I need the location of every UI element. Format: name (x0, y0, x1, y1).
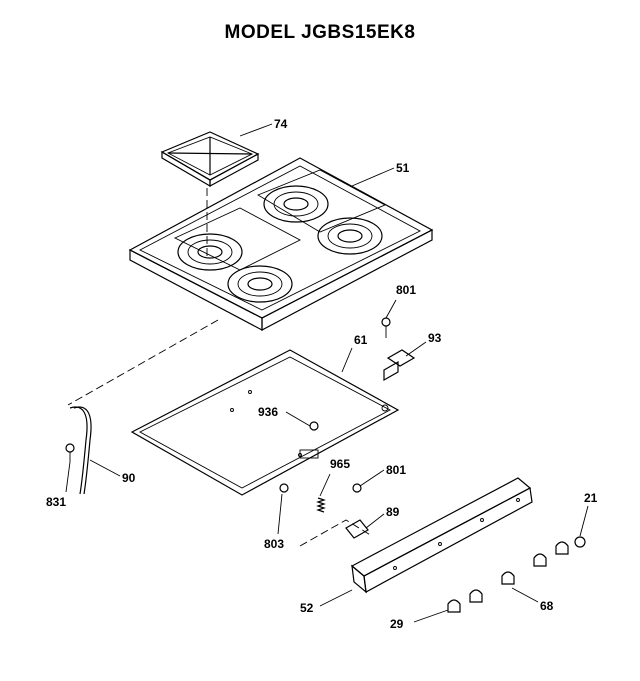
label-grate: 74 (274, 117, 288, 131)
label-clip: 831 (46, 495, 66, 509)
screw-low-part (279, 483, 289, 493)
grate-part (160, 131, 260, 256)
label-knob: 29 (390, 617, 404, 631)
frame-part (130, 349, 400, 496)
label-tube: 90 (122, 471, 136, 485)
label-frame: 61 (354, 333, 368, 347)
screw-mid-part (352, 483, 362, 493)
label-panel: 52 (300, 601, 314, 615)
model-title: MODEL JGBS15EK8 (224, 22, 416, 43)
spring-part (316, 497, 326, 513)
knobs-part (447, 536, 586, 613)
label-bracket: 93 (428, 331, 442, 345)
panel-part (350, 477, 533, 594)
label-screw-low: 803 (264, 537, 284, 551)
label-spring: 965 (330, 457, 350, 471)
leader-lines (65, 123, 589, 623)
label-screw-center: 936 (258, 405, 278, 419)
label-bracket-small: 89 (386, 505, 400, 519)
label-screw-top: 801 (396, 283, 416, 297)
screw-top-part (381, 317, 391, 338)
label-screw-mid: 801 (386, 463, 406, 477)
cooktop-part (128, 157, 434, 331)
label-knobs-group: 68 (540, 599, 554, 613)
bracket-part (383, 349, 416, 382)
bracket-small-part (345, 519, 369, 539)
label-knob-end: 21 (584, 491, 598, 505)
tube-part (65, 406, 92, 495)
label-cooktop: 51 (396, 161, 410, 175)
